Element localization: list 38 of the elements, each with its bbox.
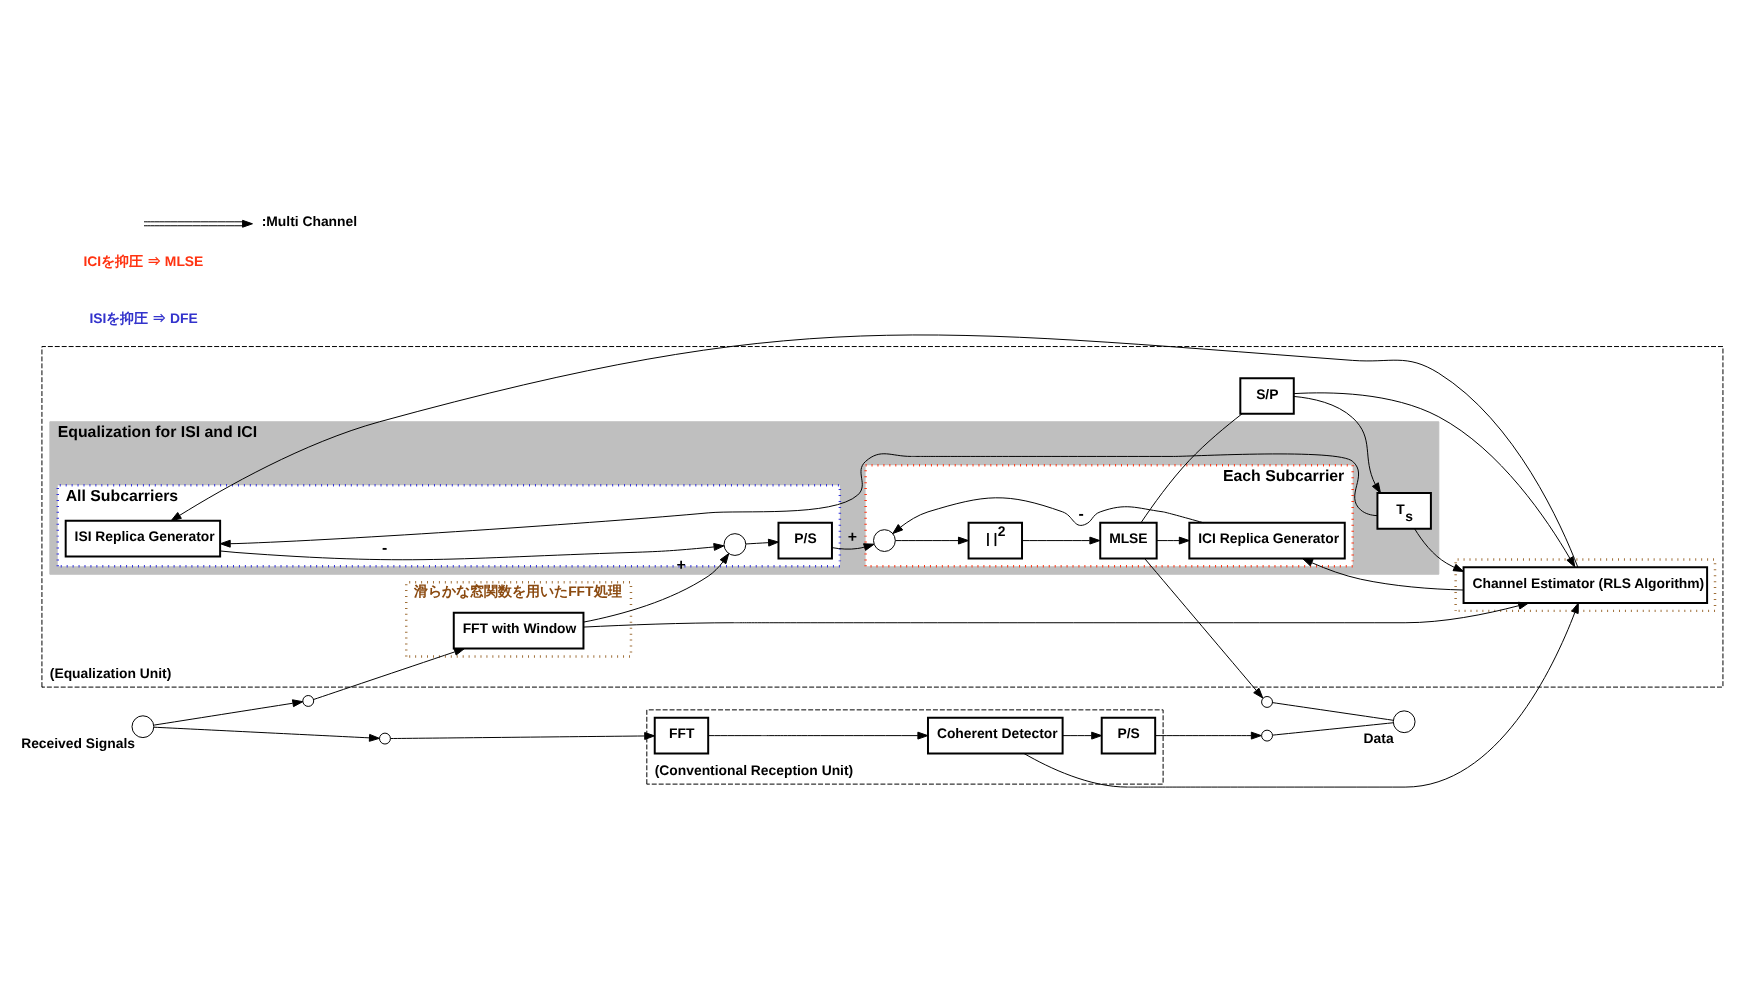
arrow: [583, 553, 730, 623]
arrow: [1414, 528, 1464, 573]
arrow: [892, 497, 1204, 534]
arrow: [390, 732, 656, 740]
arrow: [831, 543, 875, 551]
arrow: [708, 731, 929, 740]
node-circle: [723, 533, 747, 556]
connector: [1272, 702, 1394, 721]
arrow: [153, 699, 304, 726]
connector: [1272, 722, 1394, 736]
arrow: [1293, 395, 1381, 494]
arrow: [1302, 558, 1464, 591]
node-circle: [131, 715, 155, 739]
arrow: [1293, 392, 1576, 568]
arrow: [219, 543, 725, 561]
arrow: [313, 648, 465, 700]
node-switch: [302, 695, 315, 707]
edge-label: +: [847, 528, 858, 547]
edge-label: -: [1078, 504, 1084, 523]
node-switch: [379, 732, 391, 745]
arrow: [170, 334, 1579, 568]
arrow: [1154, 731, 1262, 740]
arrow: [745, 538, 779, 547]
arrow: [153, 726, 380, 742]
arrow: [583, 601, 1529, 628]
connector: [1140, 413, 1243, 523]
arrow: [1062, 731, 1103, 740]
edge-label: -: [381, 539, 388, 558]
arrow: [1156, 536, 1190, 545]
arrow: [219, 453, 1378, 548]
node-circle: [873, 529, 896, 552]
arrow: [1023, 602, 1579, 788]
node-switch: [1261, 729, 1273, 742]
node-circle: [1392, 710, 1416, 734]
arrow: [894, 536, 969, 545]
arrow: [1021, 536, 1101, 545]
arrow: [1144, 557, 1264, 699]
node-switch: [1261, 696, 1273, 708]
